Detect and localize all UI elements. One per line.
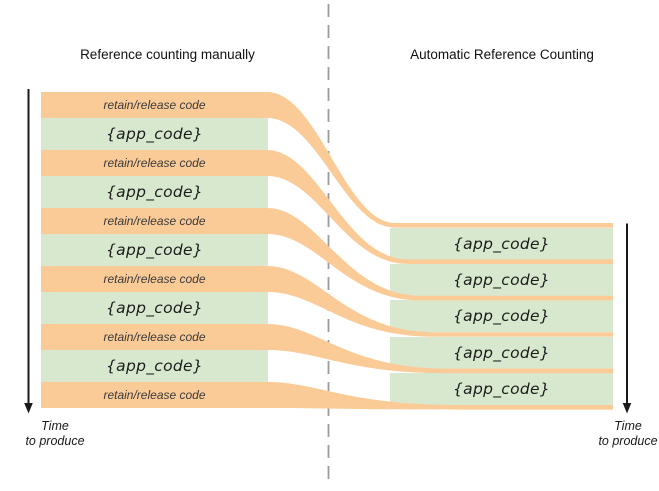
time-label-line: Time [614,419,642,433]
arc-block-app-code: {app_code} [390,337,613,369]
arc-block-app-code: {app_code} [390,373,613,405]
bar-app-code: {app_code} [41,292,268,324]
time-arrow-right-head [622,403,632,414]
arc-block-app-code: {app_code} [390,228,613,260]
block-label: {app_code} [452,344,551,362]
bar-label: {app_code} [105,125,204,143]
right-column-title: Automatic Reference Counting [410,47,594,62]
bar-label: retain/release code [103,388,206,402]
left-column-title: Reference counting manually [80,47,255,62]
time-label-line: Time [41,419,69,433]
time-arrow-right-icon [622,223,632,414]
block-label: {app_code} [452,380,551,398]
bar-label: {app_code} [105,183,204,201]
bar-label: {app_code} [105,357,204,375]
bar-label: retain/release code [103,330,206,344]
bar-label: {app_code} [105,299,204,317]
bar-label: retain/release code [103,156,206,170]
bar-retain-release-code: retain/release code [41,92,268,118]
bar-retain-release-code: retain/release code [41,266,268,292]
block-label: {app_code} [452,271,551,289]
bar-retain-release-code: retain/release code [41,208,268,234]
bar-retain-release-code: retain/release code [41,150,268,176]
bar-label: {app_code} [105,241,204,259]
bar-app-code: {app_code} [41,176,268,208]
bar-app-code: {app_code} [41,234,268,266]
bar-app-code: {app_code} [41,118,268,150]
bar-retain-release-code: retain/release code [41,324,268,350]
bar-label: retain/release code [103,214,206,228]
arc-block-app-code: {app_code} [390,264,613,296]
block-label: {app_code} [452,307,551,325]
time-label-line: to produce [598,433,658,448]
bar-label: retain/release code [103,272,206,286]
bar-retain-release-code: retain/release code [41,382,268,408]
time-arrow-left-icon [24,89,33,414]
bar-app-code: {app_code} [41,350,268,382]
time-label-line: to produce [25,433,85,448]
ribbon-1 [267,92,613,228]
time-arrow-left-head [24,403,33,414]
block-label: {app_code} [452,235,551,253]
arc-block-app-code: {app_code} [390,300,613,332]
bar-label: retain/release code [103,98,206,112]
time-to-produce-label-left: Time to produce [10,419,100,448]
time-to-produce-label-right: Time to produce [584,419,659,448]
